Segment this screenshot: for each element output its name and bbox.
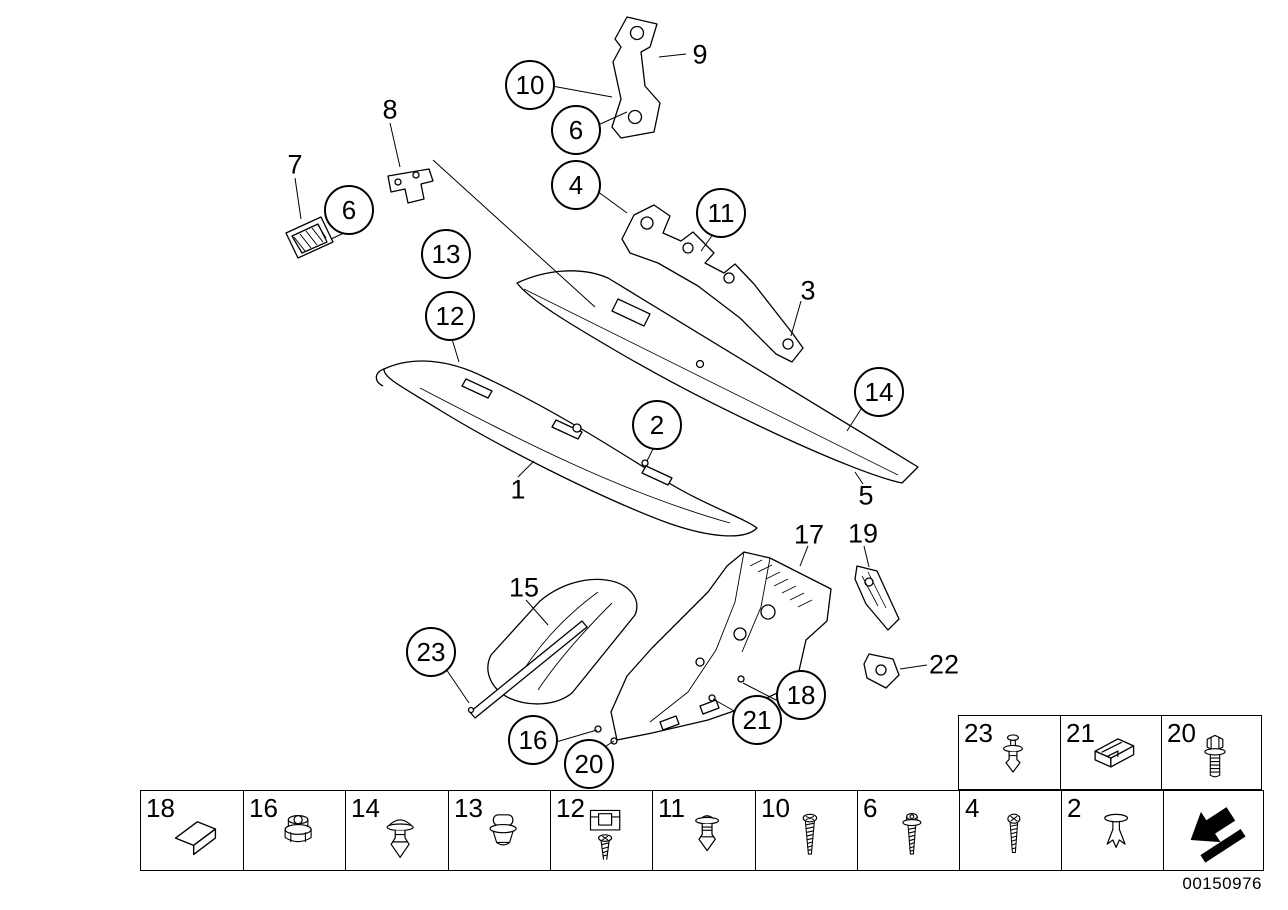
callout-18[interactable]: 18 bbox=[776, 670, 826, 720]
part-number-9[interactable]: 9 bbox=[692, 39, 708, 70]
legend-cell-2[interactable]: 2 bbox=[1061, 791, 1163, 870]
callout-label: 13 bbox=[431, 239, 461, 269]
callout-4[interactable]: 4 bbox=[551, 160, 601, 210]
document-number: 00150976 bbox=[1182, 874, 1262, 893]
angle-bracket-icon bbox=[174, 821, 217, 856]
dome-rivet-icon bbox=[386, 819, 414, 858]
callout-12[interactable]: 12 bbox=[425, 291, 475, 341]
callout-label: 4 bbox=[568, 170, 584, 200]
callout-2[interactable]: 2 bbox=[632, 400, 682, 450]
callout-label: 12 bbox=[435, 301, 465, 331]
washer-screw-icon bbox=[901, 813, 921, 855]
legend-cell-12[interactable]: 12 bbox=[550, 791, 652, 870]
callout-23[interactable]: 23 bbox=[406, 627, 456, 677]
callout-16[interactable]: 16 bbox=[508, 715, 558, 765]
callout-10[interactable]: 10 bbox=[505, 60, 555, 110]
callout-label: 11 bbox=[707, 198, 735, 228]
part-number-7[interactable]: 7 bbox=[287, 149, 303, 180]
part-5-trim-panel bbox=[516, 270, 919, 484]
fastener-table-right: 23 21 20 bbox=[958, 715, 1262, 790]
callout-13[interactable]: 13 bbox=[421, 229, 471, 279]
part-number-17[interactable]: 17 bbox=[793, 519, 825, 550]
part-number-15[interactable]: 15 bbox=[508, 572, 540, 603]
legend-number: 4 bbox=[965, 793, 980, 823]
legend-cell-16[interactable]: 16 bbox=[243, 791, 345, 870]
fastener-strip-bottom: 18 16 14 13 bbox=[140, 790, 1264, 871]
legend-cell-18[interactable]: 18 bbox=[141, 791, 243, 870]
part-9-bracket bbox=[611, 16, 661, 139]
part-19-strip bbox=[854, 565, 900, 631]
callout-21[interactable]: 21 bbox=[732, 695, 782, 745]
callout-11[interactable]: 11 bbox=[696, 188, 746, 238]
leader-lines bbox=[294, 53, 928, 749]
callout-label: 10 bbox=[515, 70, 545, 100]
expanding-rivet-icon bbox=[695, 815, 720, 852]
spring-clip-icon bbox=[1094, 738, 1135, 768]
part-number-3[interactable]: 3 bbox=[800, 275, 816, 306]
hex-nut-icon bbox=[284, 815, 312, 843]
legend-number: 23 bbox=[964, 718, 993, 748]
legend-cell-14[interactable]: 14 bbox=[345, 791, 448, 870]
legend-cell-23[interactable]: 23 bbox=[959, 716, 1060, 789]
callout-6-left[interactable]: 6 bbox=[324, 185, 374, 235]
legend-number: 20 bbox=[1167, 718, 1196, 748]
grommet-nut-icon bbox=[489, 814, 517, 846]
part-8-bracket bbox=[387, 168, 434, 204]
legend-cell-11[interactable]: 11 bbox=[652, 791, 755, 870]
part-1-trim-panel bbox=[375, 360, 758, 537]
part-22-cover bbox=[863, 653, 900, 689]
legend-number: 12 bbox=[556, 793, 585, 823]
legend-cell-back[interactable] bbox=[1163, 791, 1263, 870]
legend-cell-20[interactable]: 20 bbox=[1161, 716, 1261, 789]
callout-label: 16 bbox=[518, 725, 548, 755]
tapping-screw-icon bbox=[802, 813, 817, 855]
legend-cell-6[interactable]: 6 bbox=[857, 791, 959, 870]
split-rivet-icon bbox=[1103, 813, 1128, 849]
callout-label: 18 bbox=[786, 680, 816, 710]
callout-label: 23 bbox=[416, 637, 446, 667]
part-7-grille bbox=[285, 216, 334, 259]
part-number-1[interactable]: 1 bbox=[510, 474, 526, 505]
part-15-trim bbox=[467, 578, 638, 719]
legend-number: 11 bbox=[658, 793, 685, 823]
part-number-8[interactable]: 8 bbox=[382, 94, 398, 125]
oval-head-screw-icon bbox=[1006, 813, 1020, 854]
legend-cell-21[interactable]: 21 bbox=[1060, 716, 1161, 789]
legend-number: 10 bbox=[761, 793, 790, 823]
hex-flange-bolt-icon bbox=[1203, 734, 1226, 778]
callout-label: 2 bbox=[649, 410, 665, 440]
legend-number: 21 bbox=[1066, 718, 1095, 748]
callout-label: 6 bbox=[568, 115, 584, 145]
push-pin-rivet-icon bbox=[1002, 734, 1023, 773]
callout-6-top[interactable]: 6 bbox=[551, 105, 601, 155]
legend-number: 13 bbox=[454, 793, 483, 823]
legend-cell-13[interactable]: 13 bbox=[448, 791, 550, 870]
legend-number: 16 bbox=[249, 793, 278, 823]
callout-20[interactable]: 20 bbox=[564, 739, 614, 789]
legend-number: 6 bbox=[863, 793, 878, 823]
part-number-5[interactable]: 5 bbox=[858, 480, 874, 511]
legend-number: 2 bbox=[1067, 793, 1082, 823]
part-number-19[interactable]: 19 bbox=[847, 518, 879, 549]
legend-number: 18 bbox=[146, 793, 175, 823]
callout-label: 14 bbox=[864, 377, 894, 407]
callout-label: 21 bbox=[742, 705, 772, 735]
callout-label: 6 bbox=[341, 195, 357, 225]
clip-nut-screw-icon bbox=[589, 809, 620, 860]
legend-cell-4[interactable]: 4 bbox=[959, 791, 1061, 870]
callout-14[interactable]: 14 bbox=[854, 367, 904, 417]
callout-label: 20 bbox=[574, 749, 604, 779]
part-number-22[interactable]: 22 bbox=[928, 649, 960, 680]
legend-cell-10[interactable]: 10 bbox=[755, 791, 857, 870]
part-11-bracket bbox=[621, 204, 804, 363]
legend-number: 14 bbox=[351, 793, 380, 823]
back-arrow-icon bbox=[1190, 807, 1246, 863]
